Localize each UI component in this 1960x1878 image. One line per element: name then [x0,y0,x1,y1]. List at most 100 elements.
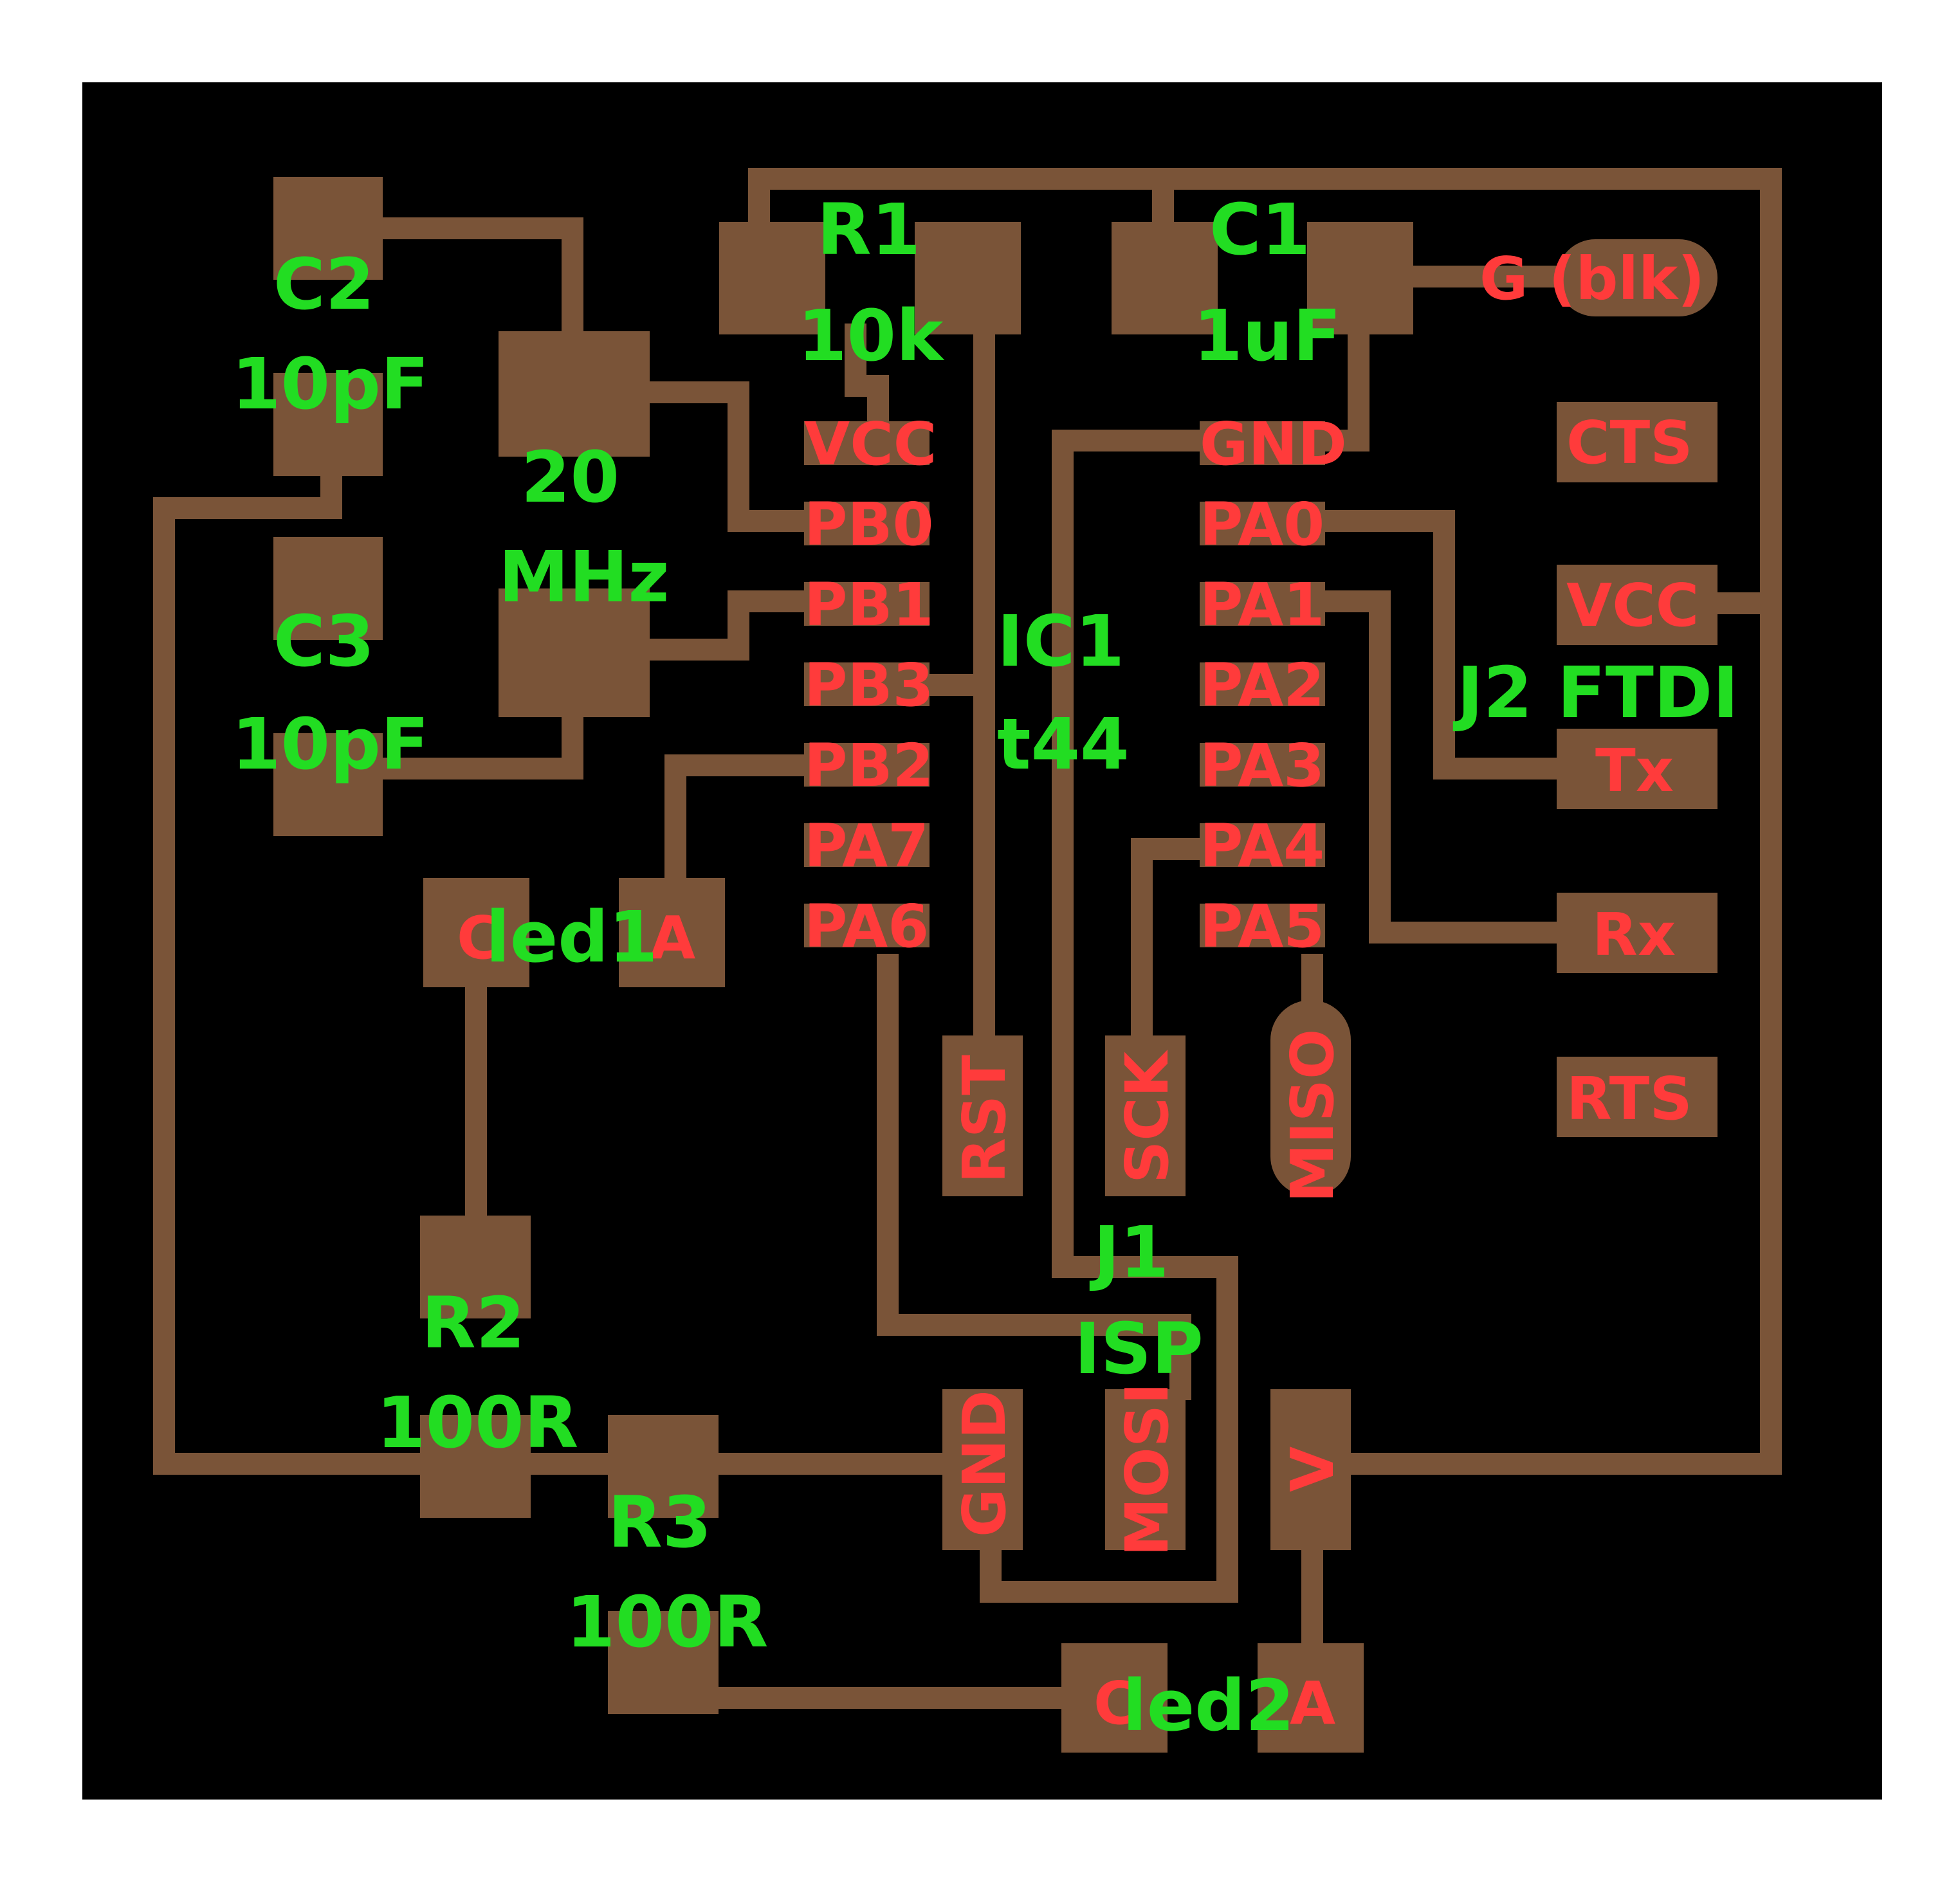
trace-c2-xtal [369,217,583,342]
ic1-pin-label: PA0 [1200,490,1324,559]
trace-xtal-pb1 [636,590,818,661]
r3-value: 100R [566,1581,768,1663]
isp-pin-label: RST [950,1055,1019,1183]
ic1-pin-label: PA1 [1200,570,1324,639]
ftdi-g-pad [1557,239,1717,316]
copper-pads [273,177,1717,1753]
ic1-value: t44 [997,703,1130,785]
xtal-pad-2 [499,588,650,717]
trace-gnd-left [980,430,1238,1603]
c3-ref: C3 [273,600,374,682]
ftdi-pin-label: Rx [1592,900,1676,969]
j1-value: ISP [1074,1308,1204,1390]
isp-pin-label: MOSI [1113,1383,1182,1556]
ic1-pin-label: PA5 [1200,892,1324,961]
ic1-right-pad-2 [1200,502,1325,545]
ic1-pin-label: PB1 [804,570,934,639]
ic1-pin-label: VCC [804,410,937,479]
r1-value: 10k [798,295,945,377]
c2-pad-2 [273,373,383,476]
copper-traces [153,168,1782,1709]
c1-ref: C1 [1209,188,1310,271]
ic1-pin-label: PB3 [804,651,934,720]
ftdi-rx-pad [1557,893,1717,973]
isp-pin-label: V [1278,1446,1347,1492]
isp-sck-pad [1105,1035,1186,1196]
r1-ref: R1 [817,188,920,271]
c3-value: 10pF [232,703,429,785]
ic1-pin-label: PA3 [1200,731,1324,800]
trace-pa4-sck [1131,838,1220,1053]
ftdi-pin-label: G (blk) [1479,244,1705,313]
ftdi-pin-label: RTS [1566,1064,1692,1133]
r2-value: 100R [376,1381,578,1464]
c1-value: 1uF [1193,295,1341,377]
ic1-right-pad-1 [1200,421,1325,465]
c2-pad-1 [273,177,383,280]
led1-anode-label: A [650,904,695,972]
trace-top-bus [748,168,1782,1475]
j2-ref: J2 FTDI [1452,652,1739,734]
ic1-right-pad-3 [1200,582,1325,626]
led2-cathode-label: C [1094,1669,1137,1738]
ftdi-pin-label: CTS [1566,408,1693,477]
led2-cathode-pad [1061,1643,1168,1753]
r3-ref: R3 [608,1481,711,1563]
trace-pa6-mosi [877,954,1191,1400]
j1-ref: J1 [1089,1211,1169,1293]
trace-pa1-rx [1301,590,1568,944]
ic1-left-pad-6 [804,823,930,867]
ic1-left-pad-5 [804,743,930,787]
ftdi-vcc-pad [1557,565,1717,645]
r2-pad-2 [420,1415,531,1518]
ftdi-rts-pad [1557,1057,1717,1137]
trace-xtal-c3 [369,703,583,779]
ic1-right-pad-4 [1200,662,1325,706]
isp-rst-pad [942,1035,1023,1196]
ic1-left-pad-3 [804,582,930,626]
isp-mosi-pad [1105,1389,1186,1550]
pin-labels: VCC PB0 PB1 PB3 PB2 PA7 PA6 GND PA0 PA1 … [457,244,1705,1738]
ic1-pin-label: GND [1200,410,1347,479]
ic1-left-pad-4 [804,662,930,706]
led1-anode-pad [619,878,725,987]
led1-cathode-pad [423,878,529,987]
led2-ref: led2 [1122,1664,1295,1747]
ic1-pin-label: PA4 [1200,812,1324,880]
r1-pad-2 [915,222,1021,334]
c1-pad-2 [1307,222,1413,334]
r3-pad-1 [608,1415,719,1518]
r2-ref: R2 [421,1282,525,1364]
led1-ref: led1 [486,896,658,978]
isp-v-pad [1270,1389,1351,1550]
ic1-pin-label: PA6 [804,892,929,961]
ic1-right-pad-7 [1200,904,1325,947]
r3-pad-2 [608,1611,719,1714]
ftdi-pin-label: VCC [1566,571,1699,640]
c3-pad-2 [273,733,383,836]
ic1-right-pad-5 [1200,743,1325,787]
isp-miso-pad [1270,1000,1351,1196]
reference-labels: C2 10pF C3 10pF 20 MHz R1 10k C1 1uF IC1… [232,188,1739,1747]
trace-r1-vcc [845,324,889,455]
isp-pin-label: MISO [1278,1029,1347,1203]
isp-gnd-pad [942,1389,1023,1550]
ic1-pin-label: PA2 [1200,651,1324,720]
r1-pad-1 [719,222,825,334]
trace-pb2-led1 [664,754,818,892]
trace-pa0-tx [1301,510,1568,779]
led2-anode-pad [1258,1643,1364,1753]
xtal-value: MHz [499,536,670,618]
ftdi-tx-pad [1557,729,1717,809]
xtal-pad-1 [499,331,650,457]
ic1-left-pad-7 [804,904,930,947]
trace-xtal-pb0 [636,381,818,532]
c1-pad-1 [1112,222,1218,334]
ic1-right-pad-6 [1200,823,1325,867]
ftdi-pin-label: Tx [1595,736,1674,805]
r2-pad-1 [420,1216,531,1318]
ic1-pin-label: PB2 [804,731,934,800]
led2-anode-label: A [1290,1669,1335,1738]
isp-pin-label: GND [950,1390,1019,1537]
